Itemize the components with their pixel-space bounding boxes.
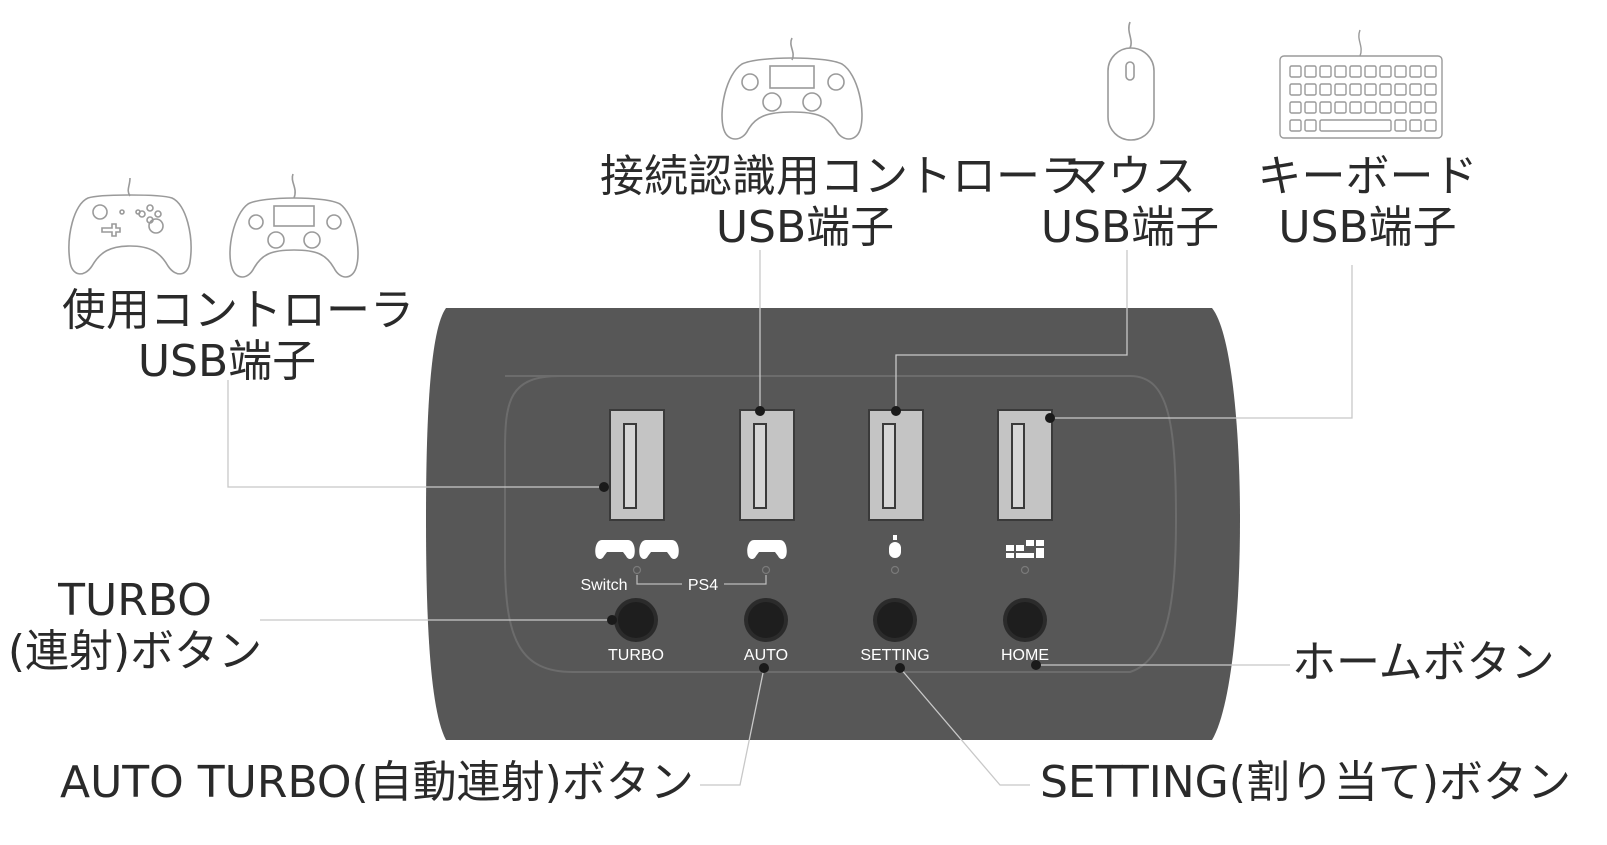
switch-controller-port-icon (595, 540, 635, 559)
switch-pro-controller-icon (68, 177, 192, 275)
usb-port-mouse (868, 409, 924, 521)
ps4-controller-icon-top (721, 37, 863, 140)
turbo-callout-line1: TURBO (58, 575, 212, 626)
mouse-label-line1: マウス (1064, 151, 1196, 202)
mouse-port-icon (889, 535, 901, 558)
recognition-controller-usb-label: 接続認識用コントローラ USB端子 (600, 151, 1084, 253)
turbo-button-callout: TURBO (連射)ボタン (0, 575, 270, 677)
ps4-controller-port-icon (639, 540, 679, 559)
auto-button-label: AUTO (744, 647, 788, 664)
keyboard-port-icon (1006, 540, 1044, 558)
usb-port-recognition-controller (739, 409, 795, 521)
leader-dots (599, 406, 1055, 673)
mouse-usb-label: マウス USB端子 (1030, 151, 1230, 253)
used-controller-label-line1: 使用コントローラ (62, 285, 414, 336)
usb-port-used-controller (609, 409, 665, 521)
converter-device (426, 308, 1240, 740)
home-button[interactable] (1003, 598, 1047, 642)
mouse-label-line2: USB端子 (1040, 201, 1220, 253)
mouse-icon (1107, 21, 1155, 141)
recognition-controller-label-line2: USB端子 (715, 201, 895, 253)
turbo-button-label: TURBO (608, 647, 664, 664)
controller-port-icon (747, 540, 787, 559)
keyboard-label-line2: USB端子 (1278, 201, 1457, 253)
led-indicators (632, 565, 1030, 575)
mode-switch-label: Switch (580, 577, 627, 594)
mode-ps4-label: PS4 (688, 577, 718, 594)
used-controller-label-line2: USB端子 (137, 335, 317, 387)
ps4-controller-icon (229, 173, 359, 278)
keyboard-icon (1279, 29, 1443, 139)
setting-button-label: SETTING (860, 647, 929, 664)
auto-turbo-button-callout: AUTO TURBO(自動連射)ボタン (60, 757, 694, 808)
setting-button[interactable] (873, 598, 917, 642)
home-button-callout: ホームボタン (1292, 637, 1555, 688)
used-controller-usb-label: 使用コントローラ USB端子 (62, 285, 414, 387)
turbo-button[interactable] (614, 598, 658, 642)
keyboard-label-line1: キーボード (1257, 151, 1478, 202)
turbo-callout-line2: (連射)ボタン (7, 625, 263, 677)
keyboard-usb-label: キーボード USB端子 (1255, 151, 1480, 253)
setting-button-callout: SETTING(割り当て)ボタン (1040, 757, 1572, 808)
mode-connector-line (636, 575, 767, 585)
usb-port-keyboard (997, 409, 1053, 521)
recognition-controller-label-line1: 接続認識用コントローラ (600, 151, 1084, 202)
leader-lines (227, 250, 1353, 786)
home-button-label: HOME (1001, 647, 1049, 664)
auto-button[interactable] (744, 598, 788, 642)
